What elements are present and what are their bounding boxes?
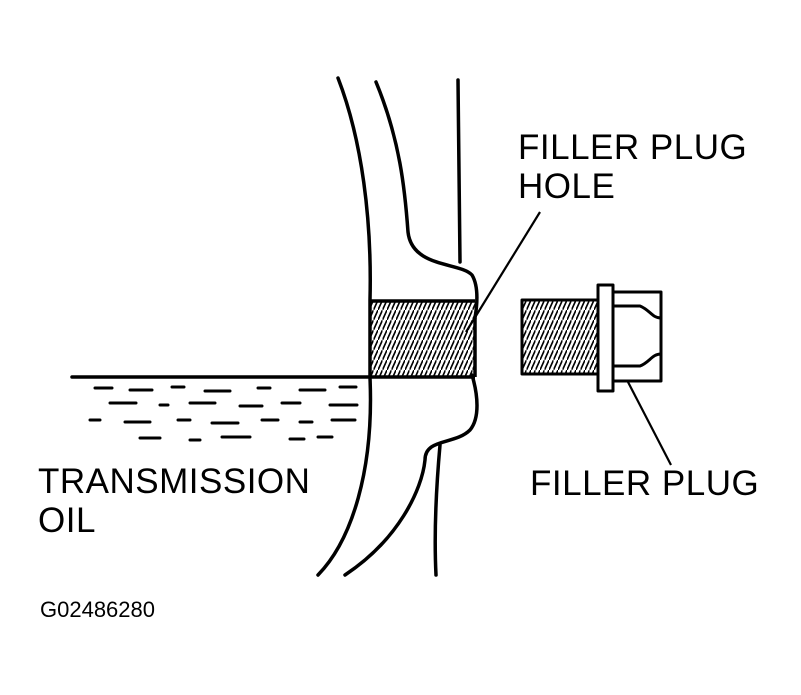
transmission-oil [70, 375, 370, 442]
filler-plug [520, 283, 663, 393]
oil-ripples [88, 385, 359, 442]
filler-plug-hole [370, 299, 477, 379]
plug-threaded-shank [520, 298, 602, 376]
transmission-oil-label-line1: TRANSMISSION [38, 462, 311, 501]
plug-flange [596, 283, 615, 393]
transmission-oil-label-line2: OIL [38, 501, 96, 541]
case-rib-right-lower [433, 443, 442, 577]
figure-code: G02486280 [40, 597, 155, 622]
case-rib-right [456, 78, 462, 264]
transmission-oil-label: TRANSMISSION OIL [38, 462, 310, 540]
leader-filler-plug-hole [465, 211, 541, 333]
case-rib-lower [343, 373, 479, 577]
filler-plug-hole-label-line2: HOLE [518, 167, 616, 207]
filler-plug-hole-label: FILLER PLUG HOLE [518, 128, 747, 206]
leader-filler-plug [627, 381, 672, 466]
hole-threads [370, 301, 475, 377]
plug-hex-facet-top [613, 304, 662, 320]
plug-hex-facet-bottom [613, 352, 662, 368]
filler-plug-label: FILLER PLUG [530, 464, 760, 503]
leader-lines [465, 211, 672, 466]
case-rib-upper [374, 80, 479, 320]
case-outer-edge [316, 76, 373, 577]
filler-plug-hole-label-line1: FILLER PLUG [518, 128, 748, 167]
